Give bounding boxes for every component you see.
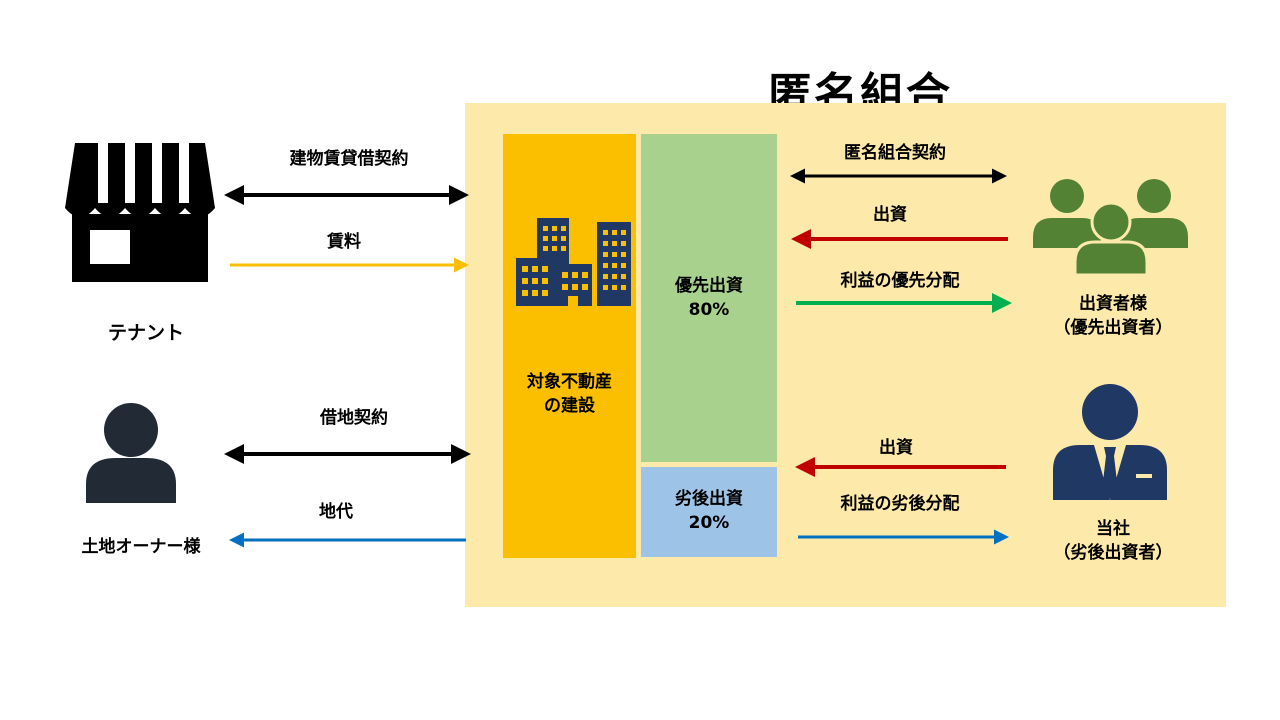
lease-building-label: 建物賃貸借契約 [289, 149, 409, 169]
person-icon [86, 403, 176, 503]
property-label-line1: 対象不動産 [527, 372, 612, 392]
property-box [503, 134, 636, 558]
investor-label: 出資者様 （優先出資者） [1030, 292, 1196, 340]
land-rent-label: 地代 [319, 502, 353, 522]
tk-contract-label: 匿名組合契約 [844, 143, 946, 163]
sub-distribution-label: 利益の劣後分配 [840, 494, 960, 514]
company-label-line2: （劣後出資者） [1053, 543, 1173, 563]
preferred-label-line1: 優先出資 [675, 276, 743, 296]
subordinated-investment-box [641, 467, 777, 557]
investment-sub-label: 出資 [879, 438, 913, 458]
businessman-icon [1053, 384, 1167, 500]
building-windows [522, 226, 626, 306]
tenant-label: テナント [107, 322, 184, 344]
landowner-label: 土地オーナー様 [81, 537, 201, 557]
company-label-line1: 当社 [1096, 519, 1130, 539]
investor-label-line1: 出資者様 [1079, 294, 1147, 314]
subordinated-label-line2: 20% [688, 513, 730, 533]
company-label: 当社 （劣後出資者） [1030, 517, 1196, 565]
rent-label: 賃料 [327, 232, 361, 252]
store-icon [65, 143, 215, 282]
investors-group-icon [1033, 179, 1188, 277]
preferred-label-line2: 80% [688, 300, 730, 320]
pref-distribution-label: 利益の優先分配 [840, 271, 960, 291]
investment-pref-label: 出資 [873, 205, 907, 225]
land-lease-label: 借地契約 [320, 408, 388, 428]
property-label: 対象不動産 の建設 [503, 370, 636, 418]
preferred-investment-label: 優先出資 80% [641, 274, 777, 322]
preferred-investment-box [641, 134, 777, 462]
subordinated-investment-label: 劣後出資 20% [641, 487, 777, 535]
property-label-line2: の建設 [544, 396, 595, 416]
subordinated-label-line1: 劣後出資 [675, 489, 743, 509]
investor-label-line2: （優先出資者） [1053, 318, 1173, 338]
